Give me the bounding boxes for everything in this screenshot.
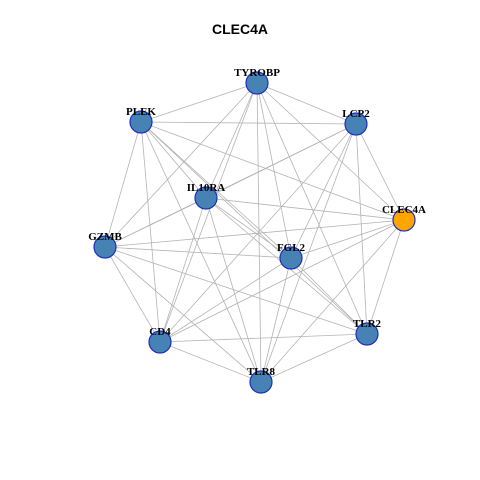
edge-lcp2-clec4a: [355, 123, 405, 221]
edge-plek-il10ra: [140, 121, 207, 199]
edge-tyrobp-il10ra: [205, 82, 258, 199]
node-label-lcp2: LCP2: [342, 108, 370, 120]
edge-fgl2-tlr2: [290, 257, 368, 335]
node-label-plek: PLEK: [126, 106, 156, 118]
node-label-clec4a: CLEC4A: [382, 204, 426, 216]
edge-plek-gzmb: [104, 121, 142, 248]
chart-title: CLEC4A: [211, 21, 268, 37]
edge-il10ra-fgl2: [205, 197, 292, 259]
node-gzmb: [93, 235, 117, 259]
edge-tyrobp-cd4: [159, 82, 258, 343]
edge-cd4-tlr8: [159, 341, 262, 383]
node-label-tlr8: TLR8: [247, 366, 276, 378]
edge-clec4a-gzmb: [104, 219, 405, 248]
node-plek: [129, 110, 153, 134]
node-cd4: [148, 330, 172, 354]
edge-il10ra-gzmb: [104, 197, 207, 248]
edge-tyrobp-plek: [140, 82, 258, 123]
edge-il10ra-cd4: [159, 197, 207, 343]
node-lcp2: [344, 112, 368, 136]
edge-clec4a-tlr8: [260, 219, 405, 383]
node-il10ra: [194, 186, 218, 210]
node-tlr2: [355, 322, 379, 346]
edge-clec4a-fgl2: [290, 219, 405, 259]
edge-fgl2-tlr8: [260, 257, 292, 383]
edge-tyrobp-lcp2: [256, 82, 357, 125]
node-fgl2: [279, 246, 303, 270]
edge-gzmb-tlr2: [104, 246, 368, 335]
edge-tyrobp-clec4a: [256, 82, 405, 221]
node-tlr8: [249, 370, 273, 394]
edge-lcp2-tlr2: [355, 123, 368, 335]
edge-tlr2-tlr8: [260, 333, 368, 383]
node-label-tyrobp: TYROBP: [234, 67, 280, 79]
edge-plek-cd4: [140, 121, 161, 343]
edge-lcp2-fgl2: [290, 123, 357, 259]
node-tyrobp: [245, 71, 269, 95]
edge-lcp2-tlr8: [260, 123, 357, 383]
edge-layer: [104, 82, 405, 383]
edge-tlr2-cd4: [159, 333, 368, 343]
node-label-cd4: CD4: [149, 326, 171, 338]
node-layer: [93, 71, 416, 394]
edge-plek-tlr2: [140, 121, 368, 335]
edge-tyrobp-fgl2: [256, 82, 292, 259]
node-label-tlr2: TLR2: [353, 318, 382, 330]
edge-plek-lcp2: [140, 121, 357, 125]
node-label-gzmb: GZMB: [88, 231, 122, 243]
edge-tyrobp-gzmb: [104, 82, 258, 248]
edge-clec4a-tlr2: [366, 219, 405, 335]
node-label-il10ra: IL10RA: [187, 182, 226, 194]
edge-gzmb-cd4: [104, 246, 161, 343]
node-label-fgl2: FGL2: [277, 242, 306, 254]
edge-gzmb-tlr8: [104, 246, 262, 383]
edge-il10ra-clec4a: [205, 197, 405, 221]
node-clec4a: [392, 208, 416, 232]
edge-plek-fgl2: [140, 121, 292, 259]
edge-tyrobp-tlr2: [256, 82, 368, 335]
edge-fgl2-cd4: [159, 257, 292, 343]
edge-clec4a-cd4: [159, 219, 405, 343]
edge-gzmb-fgl2: [104, 246, 292, 259]
